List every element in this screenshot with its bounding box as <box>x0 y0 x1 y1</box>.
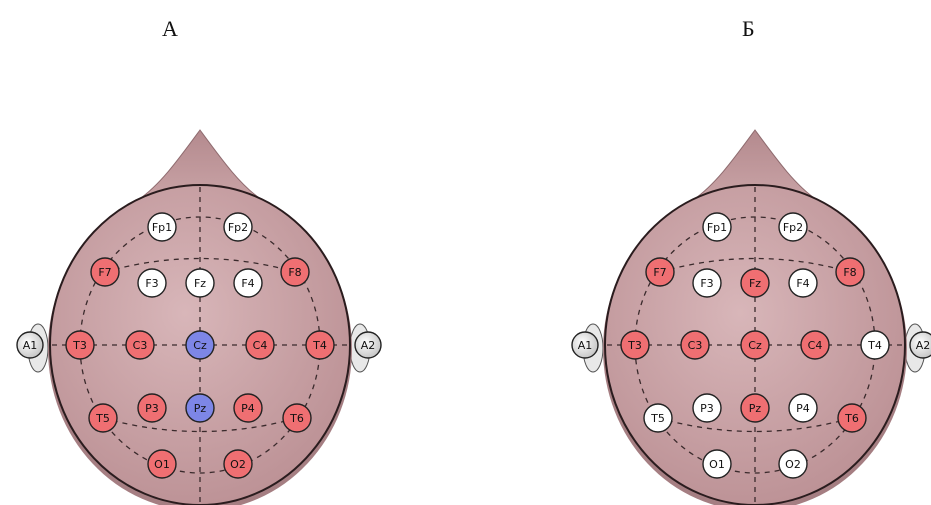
panel-a-electrode-label-cz: Cz <box>193 339 207 352</box>
panel-b-electrode-fz: Fz <box>741 269 769 297</box>
panel-b-electrode-f8: F8 <box>836 258 864 286</box>
panel-a-electrode-label-t4: T4 <box>312 339 327 352</box>
panel-b-electrode-label-pz: Pz <box>749 402 762 415</box>
panel-a-electrode-f7: F7 <box>91 258 119 286</box>
panel-b-electrode-label-p3: P3 <box>700 402 714 415</box>
panel-a-electrode-label-p3: P3 <box>145 402 159 415</box>
panel-b-electrode-t3: T3 <box>621 331 649 359</box>
panel-b-electrode-label-c3: C3 <box>688 339 703 352</box>
panel-b-electrode-label-f4: F4 <box>796 277 809 290</box>
panel-b-electrode-fp1: Fp1 <box>703 213 731 241</box>
panel-b-electrode-label-t4: T4 <box>867 339 882 352</box>
panel-a-electrode-f3: F3 <box>138 269 166 297</box>
panel-a-electrode-label-c4: C4 <box>253 339 268 352</box>
panel-a-electrode-f8: F8 <box>281 258 309 286</box>
panel-b-electrode-f7: F7 <box>646 258 674 286</box>
panel-a-electrode-label-p4: P4 <box>241 402 255 415</box>
panel-a-electrode-fz: Fz <box>186 269 214 297</box>
panel-a-electrode-label-fz: Fz <box>194 277 206 290</box>
panel-b-electrode-fp2: Fp2 <box>779 213 807 241</box>
panel-b-electrode-p4: P4 <box>789 394 817 422</box>
panel-a-electrode-label-fp1: Fp1 <box>152 221 172 234</box>
panel-b-electrode-o1: O1 <box>703 450 731 478</box>
panel-a-electrode-label-t5: T5 <box>95 412 110 425</box>
panel-b-electrode-p3: P3 <box>693 394 721 422</box>
panel-a-electrode-label-t3: T3 <box>72 339 87 352</box>
panel-a-electrode-fp2: Fp2 <box>224 213 252 241</box>
panel-b-electrode-t5: T5 <box>644 404 672 432</box>
panel-b-electrode-a1: A1 <box>572 332 598 358</box>
panel-a-electrode-p3: P3 <box>138 394 166 422</box>
panel-a-electrode-label-f3: F3 <box>145 277 158 290</box>
panel-a-electrode-c3: C3 <box>126 331 154 359</box>
panel-a-electrode-a1: A1 <box>17 332 43 358</box>
panel-a-electrode-label-f8: F8 <box>288 266 301 279</box>
panel-b-electrode-label-p4: P4 <box>796 402 810 415</box>
panel-b-electrode-t4: T4 <box>861 331 889 359</box>
panel-a-electrode-fp1: Fp1 <box>148 213 176 241</box>
panel-b-electrode-label-fp2: Fp2 <box>783 221 803 234</box>
panel-b-electrode-label-c4: C4 <box>808 339 823 352</box>
panel-a-electrode-f4: F4 <box>234 269 262 297</box>
panel-a-electrode-label-o1: O1 <box>154 458 170 471</box>
panel-b-electrode-label-t6: T6 <box>844 412 859 425</box>
panel-b-electrode-cz: Cz <box>741 331 769 359</box>
panel-a-electrode-t3: T3 <box>66 331 94 359</box>
panel-b-electrode-c4: C4 <box>801 331 829 359</box>
panel-a-electrode-label-f7: F7 <box>98 266 111 279</box>
panel-b-electrode-label-cz: Cz <box>748 339 762 352</box>
panel-b-electrode-label-t5: T5 <box>650 412 665 425</box>
panel-a-electrode-t4: T4 <box>306 331 334 359</box>
panel-b-electrode-t6: T6 <box>838 404 866 432</box>
panel-b-electrode-label-fp1: Fp1 <box>707 221 727 234</box>
panel-a-electrode-cz: Cz <box>186 331 214 359</box>
panel-b-electrode-f4: F4 <box>789 269 817 297</box>
panel-b-electrode-label-o2: O2 <box>785 458 801 471</box>
panel-b-electrode-c3: C3 <box>681 331 709 359</box>
panel-a-electrode-o1: O1 <box>148 450 176 478</box>
panel-a-electrode-p4: P4 <box>234 394 262 422</box>
panel-b-electrode-f3: F3 <box>693 269 721 297</box>
panel-a-electrode-label-a1: A1 <box>23 339 38 352</box>
panel-b-electrode-label-a2: A2 <box>916 339 931 352</box>
panel-a-electrode-a2: A2 <box>355 332 381 358</box>
panel-a-electrode-t5: T5 <box>89 404 117 432</box>
panel-b-electrode-label-f3: F3 <box>700 277 713 290</box>
panel-a-electrode-c4: C4 <box>246 331 274 359</box>
panel-a-electrode-label-t6: T6 <box>289 412 304 425</box>
panel-a-electrode-o2: O2 <box>224 450 252 478</box>
panel-a-electrode-label-a2: A2 <box>361 339 376 352</box>
panel-a-electrode-pz: Pz <box>186 394 214 422</box>
panel-b-electrode-label-t3: T3 <box>627 339 642 352</box>
panel-b-electrode-label-o1: O1 <box>709 458 725 471</box>
panel-a-electrode-label-pz: Pz <box>194 402 207 415</box>
panel-b-electrode-label-f8: F8 <box>843 266 856 279</box>
panel-a-electrode-label-o2: O2 <box>230 458 246 471</box>
panel-a-electrode-label-c3: C3 <box>133 339 148 352</box>
panel-a-electrode-label-f4: F4 <box>241 277 254 290</box>
panel-b-electrode-o2: O2 <box>779 450 807 478</box>
panel-b-electrode-a2: A2 <box>910 332 931 358</box>
panel-a-electrode-label-fp2: Fp2 <box>228 221 248 234</box>
panel-a-electrode-t6: T6 <box>283 404 311 432</box>
panel-b-electrode-label-a1: A1 <box>578 339 593 352</box>
panel-b-electrode-pz: Pz <box>741 394 769 422</box>
panel-b-electrode-label-fz: Fz <box>749 277 761 290</box>
panel-b-electrode-label-f7: F7 <box>653 266 666 279</box>
